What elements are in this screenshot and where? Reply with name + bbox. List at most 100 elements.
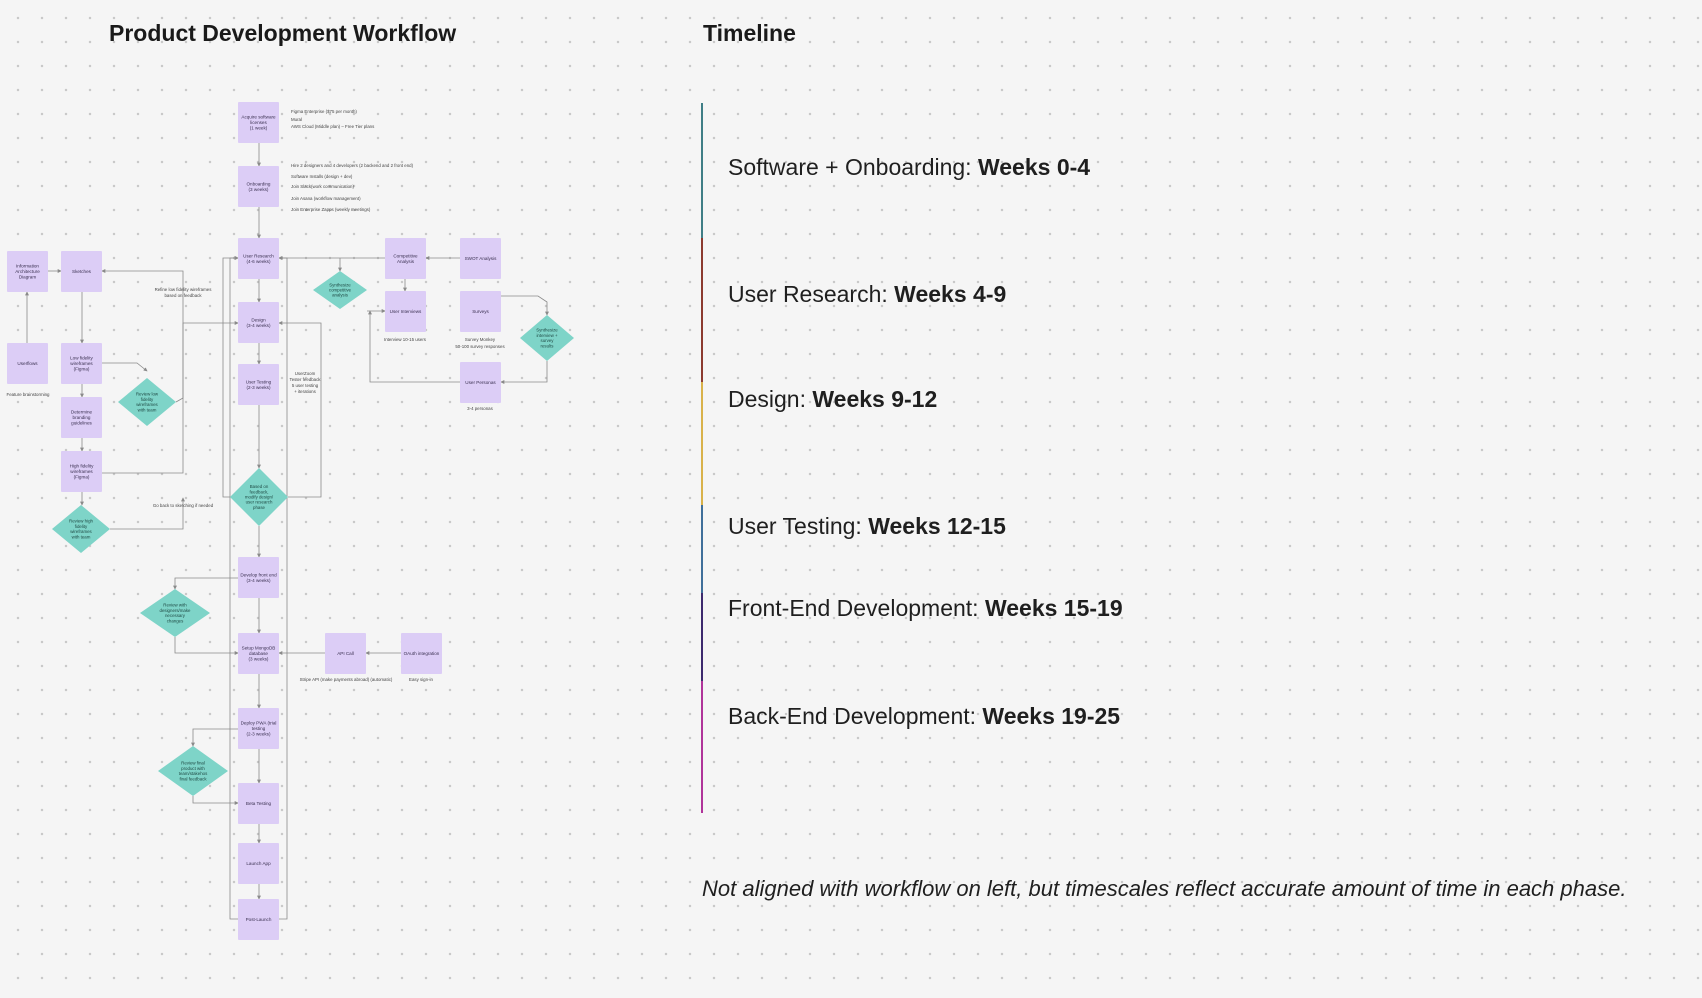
process-box-label: wireframes (70, 469, 93, 474)
process-box-user-testing[interactable]: User Testing(2-3 weeks) (238, 364, 279, 405)
decision-label: competitive (329, 288, 352, 293)
timeline-title: Timeline (703, 20, 796, 46)
annotation-goback: Go back to sketching if needed (153, 503, 214, 508)
timeline-bar-segment (701, 505, 703, 593)
process-box-interviews[interactable]: User Interviews (385, 291, 426, 332)
process-box-launch[interactable]: Launch App (238, 843, 279, 884)
decision-label: wireframes (70, 529, 92, 534)
process-box-beta[interactable]: Beta Testing (238, 783, 279, 824)
phase-name: Design: (728, 386, 813, 412)
annotation-onb-1: Hire 2 designers and 4 developers (2 bac… (291, 163, 414, 168)
process-box-design[interactable]: Design(3-4 weeks) (238, 302, 279, 343)
phase-weeks: Weeks 15-19 (984, 595, 1123, 621)
decision-label: changes (167, 618, 184, 623)
connector-38 (278, 256, 288, 920)
phase-weeks: Weeks 0-4 (977, 154, 1091, 180)
phase-name: Software + Onboarding: (728, 154, 978, 180)
decision-label: modify design/ (245, 495, 274, 500)
process-box-label: Architecture (15, 269, 40, 274)
process-box-label: API Call (337, 651, 354, 656)
process-box-label: Information (16, 264, 39, 269)
timeline-phase-label: User Testing: Weeks 12-15 (728, 513, 1006, 540)
process-box-post-launch[interactable]: Post-Launch (238, 899, 279, 940)
process-box-surveys[interactable]: Surveys (460, 291, 501, 332)
decision-label: feedback, (249, 489, 268, 494)
process-box-label: OAuth integration (404, 651, 440, 656)
process-box-swot[interactable]: SWOT Analysis (460, 238, 501, 279)
decision-label: results (541, 343, 555, 348)
phase-name: User Testing: (728, 513, 869, 539)
process-box-label: (3 weeks) (249, 187, 269, 192)
process-box-frontend[interactable]: Develop front end(3-4 weeks) (238, 557, 279, 598)
process-box-api[interactable]: API Call (325, 633, 366, 674)
connector-18 (368, 310, 460, 383)
process-box-label: (1 week) (250, 126, 268, 131)
decision-label: designers/make (160, 608, 192, 613)
process-box-label: User Testing (246, 379, 272, 384)
annotation-software-3: AWS Cloud (Middle plan) – Free Tier plan… (291, 124, 375, 129)
phase-weeks: Weeks 4-9 (894, 281, 1007, 307)
process-box-label: Analysis (397, 259, 415, 264)
phase-name: Front-End Development: (728, 595, 985, 621)
connector-30 (278, 321, 322, 498)
process-box-label: Develop front end (240, 572, 277, 577)
process-box-label: (2-3 weeks) (247, 732, 271, 737)
decision-label: wireframes (136, 402, 158, 407)
process-box-label: Deploy PWA (trial (241, 721, 277, 726)
process-box-label: Setup MongoDB (242, 646, 276, 651)
process-box-label: User Research (243, 253, 274, 258)
annotation-onb-2: Software Installs (design + dev) (291, 174, 353, 179)
process-box-label: database (249, 651, 268, 656)
workflow-title: Product Development Workflow (109, 20, 457, 46)
decision-label: Based on (250, 484, 269, 489)
process-box-personas[interactable]: User Personas (460, 362, 501, 403)
connector-27 (102, 321, 239, 474)
process-box-label: User Personas (465, 380, 496, 385)
timeline-bar-segment (701, 103, 703, 238)
process-box-label: Beta Testing (246, 801, 272, 806)
annotation-onb-3: Join Slack(work communication) (291, 184, 354, 189)
decision-label: team/stakehos (179, 771, 208, 776)
decision-label: fidelity (75, 524, 88, 529)
process-box-label: wireframes (70, 361, 93, 366)
phase-weeks: Weeks 12-15 (868, 513, 1006, 539)
decision-diamond-review-dev[interactable]: Review withdesigners/makenecessarychange… (140, 589, 210, 637)
decision-label: necessary (165, 613, 186, 618)
decision-label: Synthesize (536, 328, 558, 333)
connector-36 (192, 796, 239, 805)
process-box-label: Userflows (17, 361, 38, 366)
process-box-label: guidelines (71, 421, 92, 426)
connector-29 (222, 256, 239, 498)
process-box-label: (3-4 weeks) (247, 323, 271, 328)
timeline-phase-label: Design: Weeks 9-12 (728, 386, 937, 413)
process-box-label: Surveys (472, 309, 489, 314)
timeline-phase-label: Front-End Development: Weeks 15-19 (728, 595, 1123, 622)
process-box-label: licenses (250, 120, 267, 125)
annotation-testing-1: UserZoom (295, 371, 316, 376)
process-box-label: (3-4 weeks) (247, 578, 271, 583)
process-box-user-research[interactable]: User Research(4-6 weeks) (238, 238, 279, 279)
process-box-userflows[interactable]: Userflows (7, 343, 48, 384)
process-box-oauth[interactable]: OAuth integration (401, 633, 442, 674)
process-box-onboarding[interactable]: Onboarding(3 weeks) (238, 166, 279, 207)
annotation-refine-2: based on feedback (164, 293, 202, 298)
process-box-label: Design (251, 317, 266, 322)
process-box-sketches[interactable]: Sketches (61, 251, 102, 292)
timeline-bar-segment (701, 382, 703, 505)
annotation-oauth-note: Easy sign-in (409, 677, 433, 682)
annotation-personas-note: 3-4 personas (467, 406, 493, 411)
